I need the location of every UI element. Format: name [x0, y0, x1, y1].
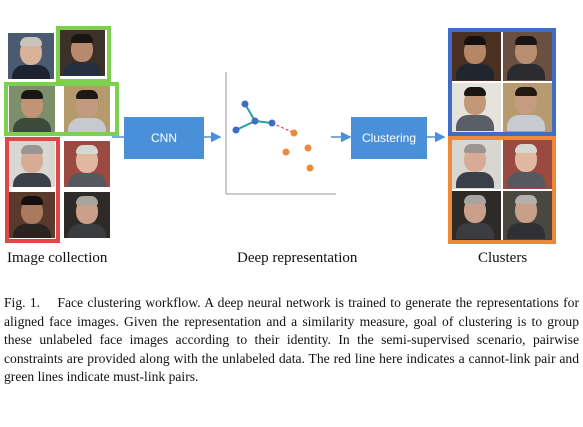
caption-text: Face clustering workflow. A deep neural … — [4, 295, 579, 385]
face-photo-old-man — [452, 191, 501, 240]
workflow-arrows — [112, 131, 446, 143]
embedding-point — [304, 144, 312, 152]
face-photo-young-man — [452, 83, 501, 132]
face-photo-old-man — [8, 33, 54, 79]
must-link-frame-middle — [4, 82, 119, 136]
embedding-point — [232, 126, 240, 134]
cnn-label: CNN — [151, 131, 177, 145]
face-photo-young-man — [503, 32, 552, 81]
clusters-label: Clusters — [478, 250, 528, 266]
face-photo-old-man — [452, 140, 501, 189]
face-photo-young-man — [9, 192, 55, 238]
clustering-label: Clustering — [361, 131, 417, 145]
cluster-frame-orange — [448, 136, 556, 244]
embedding-point — [306, 164, 314, 172]
caption-label: Fig. 1. — [4, 295, 41, 310]
embedding-point — [268, 119, 276, 127]
embedding-point — [241, 100, 249, 108]
must-link-edge — [235, 120, 256, 131]
cluster-frame-blue — [448, 28, 556, 136]
cannot-link-edge — [271, 122, 295, 134]
face-photo-young-man — [452, 32, 501, 81]
must-link-frame-top — [56, 26, 111, 83]
face-photo-young-man — [503, 83, 552, 132]
face-photo-old-man — [64, 141, 110, 187]
figure-caption: Fig. 1. Face clustering workflow. A deep… — [4, 294, 579, 387]
deep-representation-plot — [225, 72, 336, 195]
cnn-box: CNN — [124, 117, 204, 159]
face-photo-old-man — [503, 191, 552, 240]
face-photo-old-man — [9, 141, 55, 187]
clustering-box: Clustering — [351, 117, 427, 159]
face-photo-young-man — [64, 86, 110, 132]
face-photo-old-man — [64, 192, 110, 238]
embedding-point — [290, 129, 298, 137]
cannot-link-frame — [5, 137, 60, 243]
embedding-point — [282, 148, 290, 156]
face-photo-young-man — [9, 86, 55, 132]
deep-representation-label: Deep representation — [237, 250, 358, 266]
embedding-point — [251, 117, 259, 125]
image-collection-label: Image collection — [7, 250, 108, 266]
face-photo-old-man — [503, 140, 552, 189]
face-photo-young-man — [59, 30, 105, 76]
